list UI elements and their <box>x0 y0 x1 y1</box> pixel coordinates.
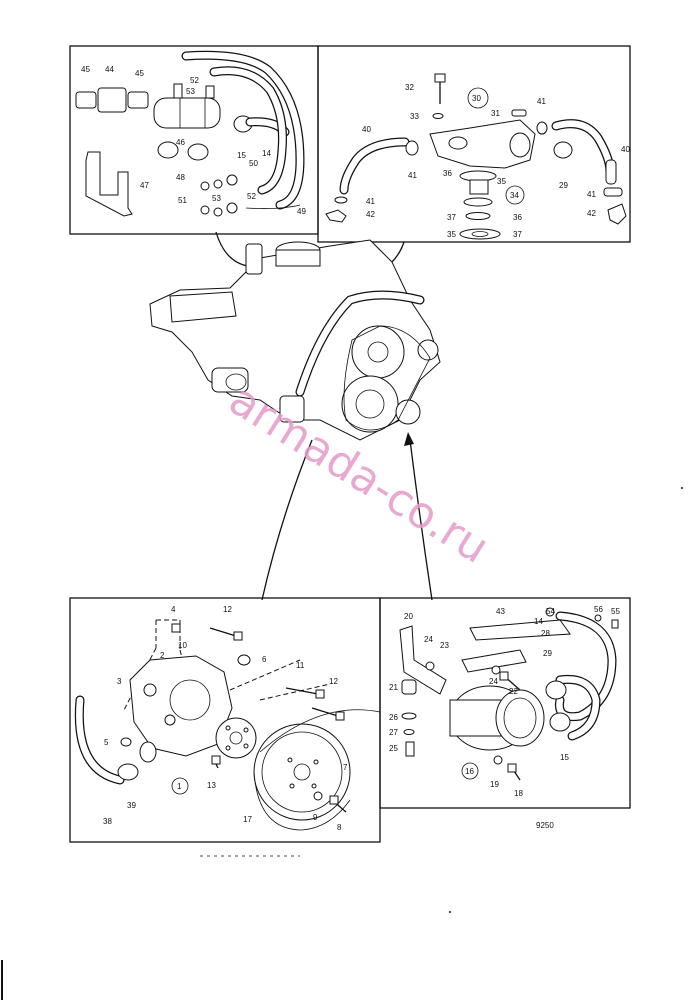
bottom-right-callouts: 20 43 54 14 56 55 28 24 23 21 24 22 29 2… <box>389 605 620 798</box>
callout-label: 29 <box>543 649 552 658</box>
callout-label: 20 <box>404 612 413 621</box>
callout-label: 13 <box>207 781 216 790</box>
callout-label: 8 <box>337 823 342 832</box>
callout-label: 15 <box>560 753 569 762</box>
callout-label: 47 <box>140 181 149 190</box>
callout-label: 41 <box>408 171 417 180</box>
callout-label: 43 <box>496 607 505 616</box>
callout-label: 52 <box>190 76 199 85</box>
callout-label: 40 <box>621 145 630 154</box>
callout-label: 45 <box>135 69 144 78</box>
top-right-callouts: 32 30 33 31 41 40 41 36 35 34 37 36 35 3… <box>362 83 630 239</box>
callout-label: 27 <box>389 728 398 737</box>
callout-label: 53 <box>212 194 221 203</box>
callout-label: 22 <box>509 687 518 696</box>
callout-label: 36 <box>513 213 522 222</box>
callout-label: 14 <box>534 617 543 626</box>
callout-label: 3 <box>117 677 122 686</box>
callout-label: 45 <box>81 65 90 74</box>
callout-label: 41 <box>366 197 375 206</box>
callout-label: 4 <box>171 605 176 614</box>
callout-label: 15 <box>237 151 246 160</box>
callout-label: 37 <box>513 230 522 239</box>
callout-label: 7 <box>343 763 348 772</box>
callout-label: 31 <box>491 109 500 118</box>
callout-label: 41 <box>587 190 596 199</box>
callout-label: 42 <box>587 209 596 218</box>
callout-label: 12 <box>329 677 338 686</box>
callout-label: 52 <box>247 192 256 201</box>
callout-label: 34 <box>510 191 519 200</box>
callout-label: 48 <box>176 173 185 182</box>
callout-label: 53 <box>186 87 195 96</box>
callout-label: 35 <box>497 177 506 186</box>
callout-label: 50 <box>249 159 258 168</box>
top-left-callouts: 45 44 45 52 53 46 48 15 14 50 47 51 53 5… <box>81 65 306 216</box>
callout-label: 6 <box>262 655 267 664</box>
callout-label: 56 <box>594 605 603 614</box>
callout-label: 17 <box>243 815 252 824</box>
callout-label: 55 <box>611 607 620 616</box>
callout-label: 2 <box>160 651 165 660</box>
callout-label: 14 <box>262 149 271 158</box>
callout-label: 23 <box>440 641 449 650</box>
callout-label: 24 <box>489 677 498 686</box>
callout-label: 16 <box>465 767 474 776</box>
callout-label: 18 <box>514 789 523 798</box>
callout-label: 28 <box>541 629 550 638</box>
callout-label: 9 <box>313 813 318 822</box>
callout-label: 49 <box>297 207 306 216</box>
bottom-left-callouts: 4 12 2 10 6 3 11 12 5 1 13 7 39 38 17 9 … <box>103 605 348 832</box>
top-right-parts <box>325 73 627 240</box>
callout-label: 54 <box>546 607 555 616</box>
callout-label: 51 <box>178 196 187 205</box>
callout-label: 12 <box>223 605 232 614</box>
top-right-panel-frame <box>317 45 631 243</box>
callout-label: 41 <box>537 97 546 106</box>
callout-label: 24 <box>424 635 433 644</box>
callout-label: 32 <box>405 83 414 92</box>
callout-label: 35 <box>447 230 456 239</box>
callout-label: 36 <box>443 169 452 178</box>
callout-label: 25 <box>389 744 398 753</box>
callout-label: 42 <box>366 210 375 219</box>
callout-label: 40 <box>362 125 371 134</box>
callout-label: 39 <box>127 801 136 810</box>
bottom-right-parts <box>399 607 619 781</box>
callout-label: 38 <box>103 817 112 826</box>
callout-label: 5 <box>104 738 109 747</box>
callout-label: 33 <box>410 112 419 121</box>
callout-label: 29 <box>559 181 568 190</box>
top-left-parts <box>75 50 305 217</box>
callout-label: 30 <box>472 94 481 103</box>
callout-label: 1 <box>177 782 182 791</box>
callout-label: 21 <box>389 683 398 692</box>
callout-label: 46 <box>176 138 185 147</box>
callout-label: 37 <box>447 213 456 222</box>
engine-illustration <box>149 231 441 601</box>
callout-label: 19 <box>490 780 499 789</box>
callout-label: 44 <box>105 65 114 74</box>
callout-label: 10 <box>178 641 187 650</box>
callout-label: 11 <box>296 661 305 670</box>
callout-label: 26 <box>389 713 398 722</box>
bottom-left-parts <box>74 619 381 831</box>
figure-number: 9250 <box>536 821 554 830</box>
bottom-right-panel-frame <box>379 597 631 809</box>
